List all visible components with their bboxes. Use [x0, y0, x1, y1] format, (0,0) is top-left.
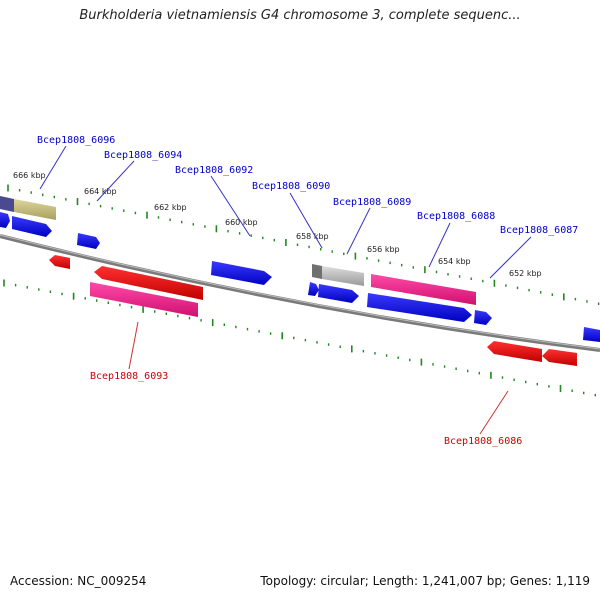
gene-feature[interactable]: [487, 341, 542, 362]
forward-genes: [0, 196, 600, 342]
forward-gene-labels: Bcep1808_6096 Bcep1808_6094 Bcep1808_609…: [37, 135, 578, 236]
lower-tick-row: [3, 279, 596, 397]
kbp-label: 654 kbp: [438, 257, 471, 266]
kbp-label: 662 kbp: [154, 203, 187, 212]
gene-feature[interactable]: [49, 255, 70, 269]
kbp-label: 666 kbp: [13, 171, 46, 180]
gene-feature[interactable]: [312, 264, 322, 279]
gene-label[interactable]: Bcep1808_6093: [90, 371, 168, 382]
gene-feature[interactable]: [90, 282, 198, 317]
gene-label[interactable]: Bcep1808_6092: [175, 165, 253, 176]
gene-feature[interactable]: [0, 196, 14, 212]
gene-feature[interactable]: [371, 274, 476, 305]
gene-feature[interactable]: [542, 349, 577, 366]
gene-feature[interactable]: [322, 266, 364, 286]
chromosome-backbone-highlight: [0, 234, 600, 350]
gene-feature[interactable]: [77, 233, 100, 249]
gene-label[interactable]: Bcep1808_6090: [252, 181, 330, 192]
reverse-genes: [49, 255, 577, 366]
reverse-leader-lines: [128, 321, 509, 435]
gene-feature[interactable]: [12, 216, 52, 237]
accession-text: Accession: NC_009254: [10, 574, 147, 588]
gene-feature[interactable]: [211, 261, 272, 285]
kbp-label: 664 kbp: [84, 187, 117, 196]
gene-label[interactable]: Bcep1808_6089: [333, 197, 411, 208]
gene-feature[interactable]: [318, 284, 359, 303]
gene-label[interactable]: Bcep1808_6088: [417, 211, 495, 222]
kbp-label: 652 kbp: [509, 269, 542, 278]
gene-label[interactable]: Bcep1808_6087: [500, 225, 578, 236]
gene-label[interactable]: Bcep1808_6096: [37, 135, 115, 146]
kbp-label: 656 kbp: [367, 245, 400, 254]
gene-feature[interactable]: [583, 327, 600, 342]
gene-feature[interactable]: [308, 282, 319, 296]
forward-leader-lines: [39, 145, 532, 279]
gene-label[interactable]: Bcep1808_6094: [104, 150, 182, 161]
kbp-label: 658 kbp: [296, 232, 329, 241]
gene-feature[interactable]: [0, 212, 10, 228]
gene-label[interactable]: Bcep1808_6086: [444, 436, 522, 447]
summary-text: Topology: circular; Length: 1,241,007 bp…: [260, 574, 590, 588]
gene-feature[interactable]: [474, 310, 492, 325]
gene-feature[interactable]: [94, 266, 203, 300]
reverse-gene-labels: Bcep1808_6093 Bcep1808_6086: [90, 371, 522, 447]
gene-feature[interactable]: [367, 293, 472, 322]
chromosome-backbone: [0, 234, 600, 352]
gene-feature[interactable]: [14, 199, 56, 220]
upper-tick-row: [7, 184, 600, 305]
map-title: Burkholderia vietnamiensis G4 chromosome…: [79, 8, 521, 23]
